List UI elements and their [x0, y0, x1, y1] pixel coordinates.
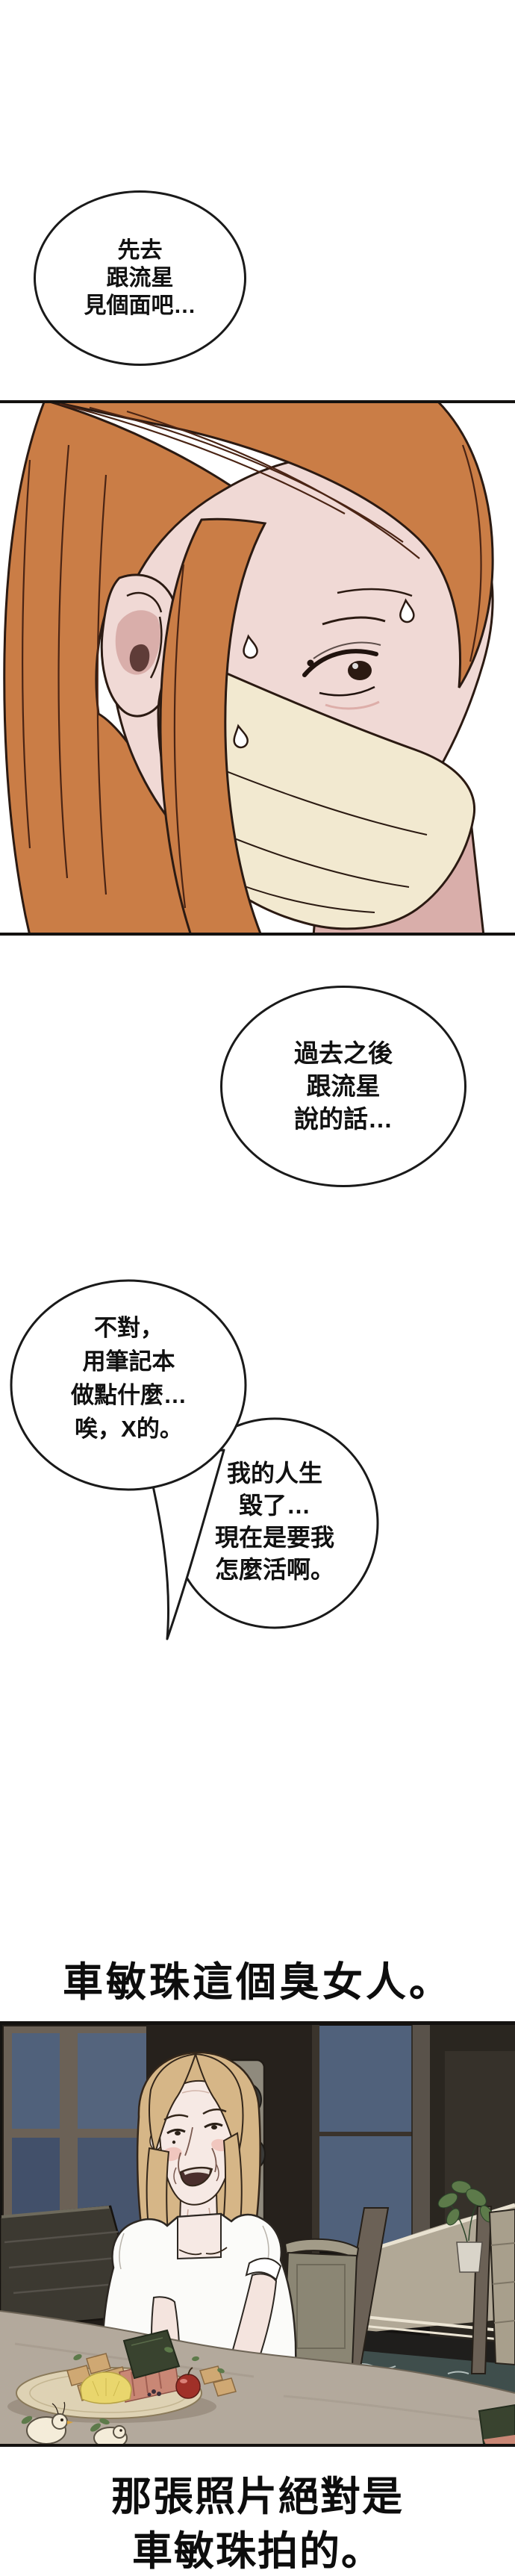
speech-bubble-3-4-shapes: [10, 1279, 379, 1640]
bubble-line: 我的人生: [226, 1460, 322, 1487]
sleeve-cuff: [245, 2257, 282, 2281]
bubble-line: 做點什麼…: [71, 1382, 187, 1408]
ear: [100, 573, 180, 718]
brow-wrinkle: [337, 588, 413, 597]
eye: [302, 641, 381, 710]
bubble-line: 見個面吧…: [84, 293, 196, 318]
narration-text: 車敏珠這個臭女人。: [63, 1960, 452, 2005]
garnish-sprigs: [73, 2347, 225, 2374]
panel-border-bottom: [0, 933, 515, 936]
spam-musubi: [119, 2329, 181, 2403]
bubble-line: 跟流星: [106, 266, 174, 290]
chair-far-right-seams: [490, 2242, 515, 2324]
panel-border-top: [0, 2021, 515, 2025]
bubble-line: 說的話…: [294, 1105, 393, 1133]
bird-garnish: [90, 2418, 128, 2447]
bubble-line: 過去之後: [294, 1039, 393, 1067]
narration-line: 那張照片絕對是: [111, 2474, 404, 2519]
speech-bubble-3: 不對， 用筆記本 做點什麼… 唉，X的。: [15, 1311, 243, 1446]
mole: [172, 2140, 176, 2144]
narration-line: 車敏珠拍的。: [132, 2529, 383, 2574]
lemon-wedge: [80, 2371, 132, 2404]
speech-bubble-4: 我的人生 毀了… 現在是要我 怎麼活啊。: [179, 1457, 370, 1586]
bubble-line: 怎麼活啊。: [214, 1556, 334, 1583]
bird-garnish: [21, 2401, 73, 2445]
bangs: [149, 2053, 244, 2160]
bubble-3-tail: [145, 1449, 225, 1640]
bubble-line: 先去: [117, 238, 163, 263]
chair-far-right: [488, 2208, 515, 2366]
ear-canal: [129, 644, 150, 672]
bubble-line: 現在是要我: [214, 1524, 334, 1551]
apple: [175, 2374, 201, 2399]
bubble-line: 用筆記本: [82, 1348, 175, 1375]
mole: [307, 659, 314, 667]
berries: [147, 2389, 161, 2397]
bubble-line: 跟流星: [306, 1072, 381, 1100]
neckline: [177, 2212, 222, 2260]
bubble-line: 不對，: [94, 1315, 163, 1341]
collarbones: [178, 2247, 228, 2256]
hair-front-lock: [159, 517, 267, 936]
eyebrow: [322, 616, 386, 626]
nori-block: [478, 2404, 515, 2447]
bubble-line: 唉，X的。: [75, 1416, 183, 1442]
plant-pot: [456, 2241, 483, 2273]
speech-bubble-1: 先去 跟流星 見個面吧…: [34, 190, 246, 366]
panel-border-top: [0, 400, 515, 403]
bubble-line: 毀了…: [238, 1492, 310, 1519]
panel-masked-woman: [0, 400, 515, 936]
hair-strands: [22, 402, 482, 909]
speech-bubble-2: 過去之後 跟流星 說的話…: [220, 986, 466, 1187]
panel-dinner-photo: [0, 2021, 515, 2447]
panel-border-bottom: [0, 2444, 515, 2447]
chair-center: [282, 2238, 360, 2368]
facial-features: [163, 2090, 227, 2187]
hair-bangs: [44, 400, 494, 688]
bubble-3-shape: [10, 1279, 247, 1491]
narration-text: 那張照片絕對是 車敏珠拍的。: [0, 2470, 515, 2576]
